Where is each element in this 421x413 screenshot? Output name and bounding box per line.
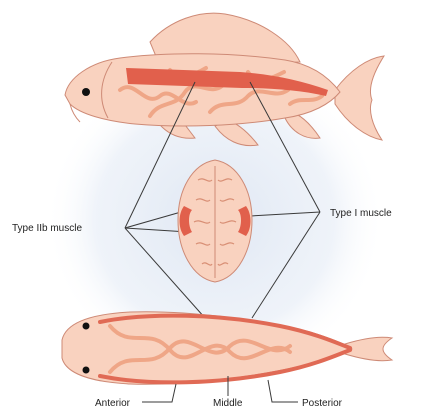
- label-type-i-muscle: Type I muscle: [330, 208, 392, 219]
- fish-eye: [82, 88, 90, 96]
- label-anterior: Anterior: [95, 398, 131, 409]
- label-posterior: Posterior: [302, 398, 343, 409]
- cross-section: [178, 160, 252, 282]
- label-middle: Middle: [213, 398, 243, 409]
- fish-eye-left: [83, 323, 90, 330]
- posterior-leader-line: [268, 380, 298, 402]
- anterior-leader-line: [142, 384, 176, 402]
- fish-eye-right: [83, 367, 90, 374]
- label-type-iib-muscle: Type IIb muscle: [12, 223, 82, 234]
